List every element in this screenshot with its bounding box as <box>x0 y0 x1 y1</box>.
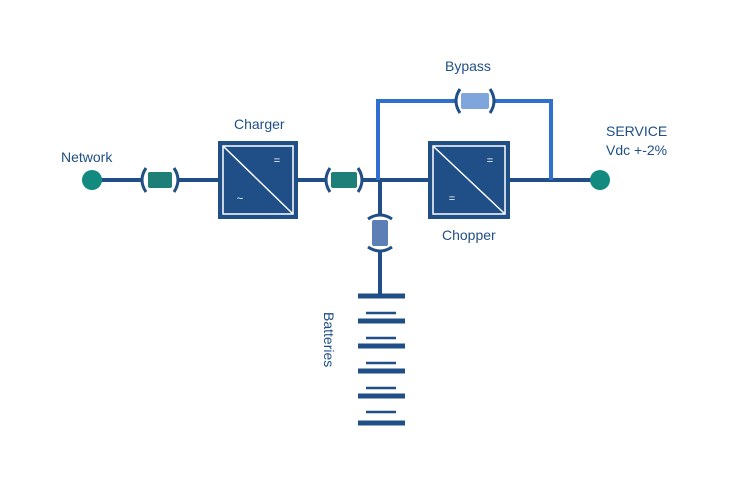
battery-fuse <box>367 213 393 253</box>
service-label: SERVICE <box>606 123 667 139</box>
charger-converter: = ~ <box>218 141 298 219</box>
bypass-fuse <box>454 88 496 114</box>
batteries-label: Batteries <box>321 312 337 367</box>
charger-ac-symbol: ~ <box>237 193 243 205</box>
chopper-dc-in-symbol: = <box>449 193 455 205</box>
charger-label: Charger <box>234 116 285 132</box>
chopper-label: Chopper <box>442 227 496 243</box>
network-fuse <box>140 167 180 193</box>
battery-bank <box>358 293 405 426</box>
service-node <box>590 170 610 190</box>
chopper-converter: = = <box>428 141 510 219</box>
charger-dc-symbol: = <box>274 155 280 167</box>
bypass-label: Bypass <box>445 58 491 74</box>
service-voltage-label: Vdc +-2% <box>606 142 667 158</box>
charger-fuse <box>324 167 364 193</box>
network-node <box>82 170 102 190</box>
chopper-dc-out-symbol: = <box>487 155 493 167</box>
network-label: Network <box>61 149 113 165</box>
